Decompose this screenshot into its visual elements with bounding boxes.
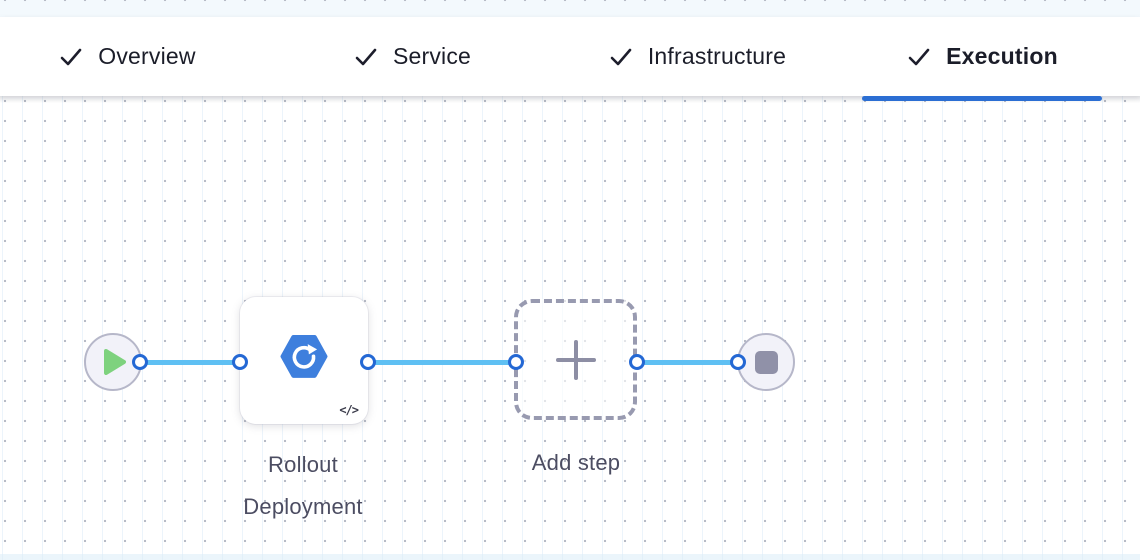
port-addstep-out[interactable] xyxy=(629,354,645,370)
edge-step-to-addstep xyxy=(369,360,516,365)
tab-overview[interactable]: Overview xyxy=(7,17,247,96)
check-icon xyxy=(60,48,82,65)
check-icon xyxy=(908,48,930,65)
edge-addstep-to-end xyxy=(638,360,738,365)
port-end-in[interactable] xyxy=(730,354,746,370)
tab-service[interactable]: Service xyxy=(292,17,532,96)
rollout-deployment-icon xyxy=(280,332,328,384)
execution-graph-canvas[interactable]: </> Rollout Deployment Add step xyxy=(0,96,1140,560)
tab-label: Execution xyxy=(946,43,1058,69)
step-label: Rollout Deployment xyxy=(243,452,363,519)
tab-label: Service xyxy=(392,43,472,69)
port-start-out[interactable] xyxy=(132,354,148,370)
step-node-rollout-deployment[interactable]: </> xyxy=(240,297,368,424)
stop-icon xyxy=(754,350,778,374)
port-step-out[interactable] xyxy=(360,354,376,370)
tab-label: Overview xyxy=(98,43,196,69)
add-step-label: Add step xyxy=(531,450,621,475)
check-icon xyxy=(355,48,377,65)
plus-icon xyxy=(555,339,596,380)
tab-infrastructure[interactable]: Infrastructure xyxy=(577,17,817,96)
add-step-node[interactable] xyxy=(514,299,637,420)
code-badge: </> xyxy=(339,403,359,417)
play-icon xyxy=(100,349,126,375)
tab-execution[interactable]: Execution xyxy=(862,17,1102,101)
canvas-peek-strip xyxy=(0,0,1140,17)
check-icon xyxy=(610,48,632,65)
tab-label: Infrastructure xyxy=(647,43,787,69)
port-step-in[interactable] xyxy=(232,354,248,370)
edge-start-to-step xyxy=(141,360,241,365)
port-addstep-in[interactable] xyxy=(508,354,524,370)
stage-config-tabbar: Overview Service Infrastructure Executio… xyxy=(0,17,1140,101)
